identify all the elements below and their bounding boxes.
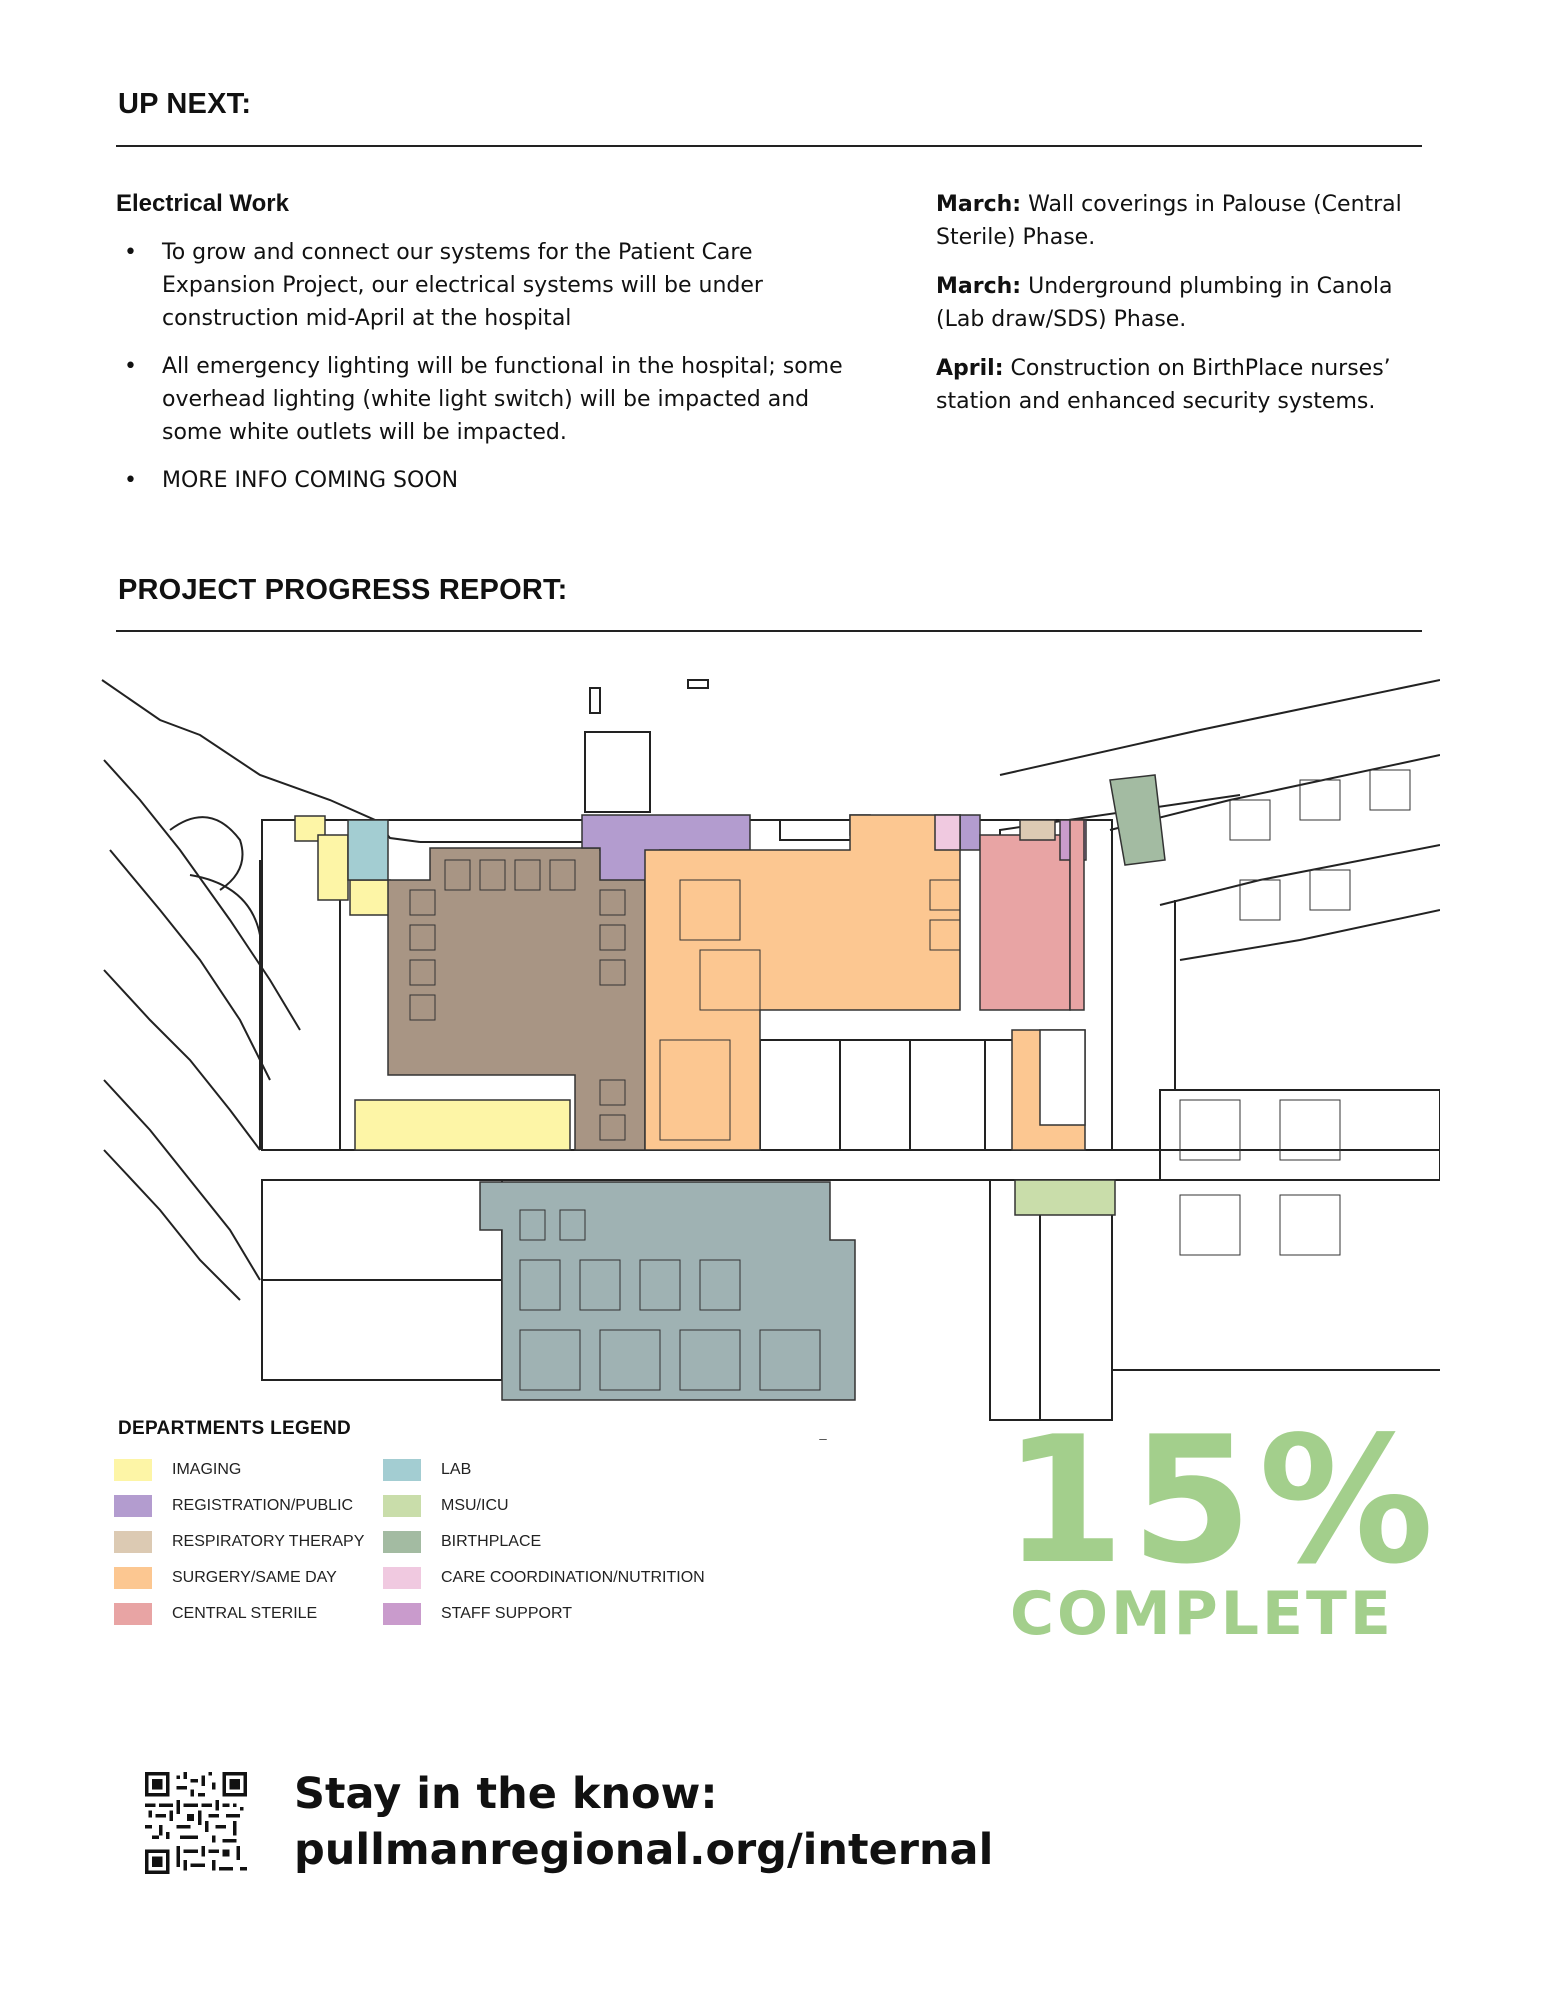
electrical-bullets: To grow and connect our systems for the … [124,236,864,512]
schedule-text: Wall coverings in Palouse (Central Steri… [936,192,1402,250]
legend-item-staff-support: STAFF SUPPORT [383,1603,572,1625]
schedule-month: March: [936,192,1022,217]
bullet-item: All emergency lighting will be functiona… [124,350,864,449]
legend-item-lab: LAB [383,1459,471,1481]
legend-label: REGISTRATION/PUBLIC [172,1497,354,1514]
legend-label: STAFF SUPPORT [441,1605,572,1622]
legend-item-central-sterile: CENTRAL STERILE [114,1603,317,1625]
legend-swatch [114,1567,152,1589]
schedule-list: March: Wall coverings in Palouse (Centra… [936,188,1406,434]
legend-swatch [383,1459,421,1481]
legend-swatch [114,1495,152,1517]
legend-swatch [383,1495,421,1517]
schedule-month: April: [936,356,1004,381]
schedule-item: March: Wall coverings in Palouse (Centra… [936,188,1406,254]
legend-swatch [114,1459,152,1481]
legend-item-surgery: SURGERY/SAME DAY [114,1567,337,1589]
legend-swatch [383,1531,421,1553]
legend-item-imaging: IMAGING [114,1459,241,1481]
legend-item-birthplace: BIRTHPLACE [383,1531,541,1553]
legend-item-msu-icu: MSU/ICU [383,1495,509,1517]
legend-label: LAB [441,1461,472,1478]
bullet-item: To grow and connect our systems for the … [124,236,864,335]
legend-swatch [383,1603,421,1625]
bullet-item: MORE INFO COMING SOON [124,464,864,497]
divider [116,145,1422,147]
legend-item-registration: REGISTRATION/PUBLIC [114,1495,353,1517]
footer-tagline: Stay in the know: [294,1769,718,1819]
legend-item-respiratory: RESPIRATORY THERAPY [114,1531,364,1553]
schedule-item: April: Construction on BirthPlace nurses… [936,352,1406,418]
qr-code-icon[interactable] [145,1772,247,1874]
legend-label: RESPIRATORY THERAPY [172,1533,365,1550]
schedule-text: Construction on BirthPlace nurses’ stati… [936,356,1391,414]
schedule-month: March: [936,274,1022,299]
progress-heading: PROJECT PROGRESS REPORT: [118,574,568,606]
schedule-item: March: Underground plumbing in Canola (L… [936,270,1406,336]
legend-swatch [114,1603,152,1625]
legend-label: IMAGING [172,1461,242,1478]
progress-percent: 15% [1003,1400,1440,1603]
legend-label: CARE COORDINATION/NUTRITION [441,1569,705,1586]
up-next-heading: UP NEXT: [118,88,252,120]
legend-swatch [114,1531,152,1553]
progress-status: COMPLETE [1010,1579,1394,1649]
electrical-work-title: Electrical Work [116,190,289,217]
legend-title: DEPARTMENTS LEGEND [118,1418,352,1439]
legend-item-care-coordination: CARE COORDINATION/NUTRITION [383,1567,705,1589]
legend-label: MSU/ICU [441,1497,509,1514]
schedule-text: Underground plumbing in Canola (Lab draw… [936,274,1393,332]
legend-label: SURGERY/SAME DAY [172,1569,337,1586]
divider [116,630,1422,632]
floor-plan-map [101,679,1440,1440]
legend-label: CENTRAL STERILE [172,1605,318,1622]
legend-swatch [383,1567,421,1589]
legend-label: BIRTHPLACE [441,1533,542,1550]
footer-url-link[interactable]: pullmanregional.org/internal [294,1825,994,1875]
